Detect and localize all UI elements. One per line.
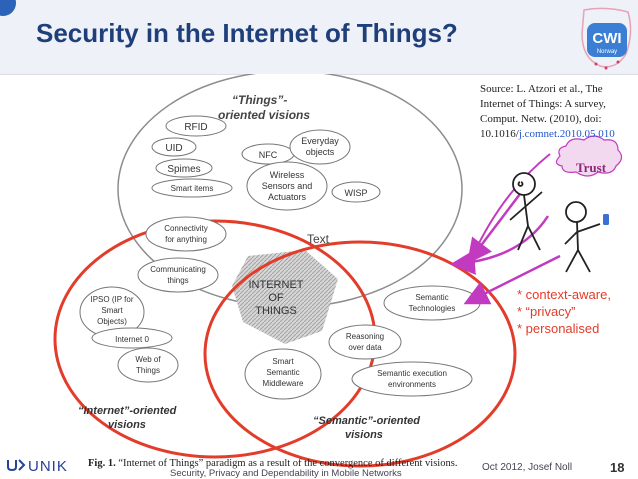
ipso-label-1: IPSO (IP for [91,295,134,304]
internet0-label: Internet 0 [115,335,149,344]
semantic-exec-label-2: environments [388,380,436,389]
cwi-logo-subtext: Norway [597,49,617,55]
middleware-label-1: Smart [272,357,294,366]
everyday-label-2: objects [306,147,335,157]
internet-vision-title-2: visions [108,419,146,431]
middleware-label-3: Middleware [263,379,304,388]
reasoning-label-2: over data [348,343,382,352]
arrow-upper [470,194,520,260]
connectivity-label-1: Connectivity [164,224,208,233]
communicating-label-2: things [167,276,188,285]
cwi-logo: CWI Norway [576,4,636,74]
unik-logo-icon [6,458,26,472]
semantic-tech-label-2: Technologies [409,304,456,313]
connectivity-label-2: for anything [165,235,207,244]
iot-center-label-2: OF [268,292,284,304]
web-of-things-label-1: Web of [135,355,161,364]
smart-items-label: Smart items [171,184,214,193]
iot-center-label-1: INTERNET [249,279,304,291]
things-title-line2: oriented visions [218,108,310,122]
uid-label: UID [165,143,182,154]
wsn-label-3: Actuators [268,192,307,202]
wsn-label-1: Wireless [270,170,305,180]
internet-vision-title-1: “Internet”-oriented [78,405,177,417]
property-list: * context-aware, * “privacy” * personali… [517,286,611,337]
rfid-label: RFID [184,122,207,133]
web-of-things-label-2: Things [136,366,160,375]
property-context-aware: * context-aware, [517,286,611,303]
footer-course-title: Security, Privacy and Dependability in M… [170,468,402,479]
stick-figure-right [565,202,600,272]
text-placeholder: Text [307,232,330,246]
semantic-vision-title-2: visions [345,429,383,441]
title-bar: Security in the Internet of Things? CWI … [0,0,638,75]
property-privacy: * “privacy” [517,303,611,320]
source-citation: Source: L. Atzori et al., The Internet o… [480,82,630,142]
iot-center-label-3: THINGS [255,305,297,317]
ipso-label-3: Objects) [97,317,127,326]
reasoning-label-1: Reasoning [346,332,384,341]
source-line-2: Internet of Things: A survey, [480,97,630,112]
middleware-label-2: Semantic [266,368,299,377]
footer-date-author: Oct 2012, Josef Noll [482,462,572,473]
trust-label: Trust [567,160,615,176]
nfc-label: NFC [259,150,278,160]
unik-logo-text: UNIK [28,458,68,475]
source-line-1: Source: L. Atzori et al., The [480,82,630,97]
source-line-4: 10.1016/j.comnet.2010.05.010 [480,127,630,142]
everyday-label-1: Everyday [301,136,339,146]
spimes-label: Spimes [167,164,200,175]
slide-title: Security in the Internet of Things? [36,18,458,49]
figure-label: Fig. 1. [88,458,116,469]
source-line-3: Comput. Netw. (2010), doi: [480,112,630,127]
property-personalised: * personalised [517,320,611,337]
cwi-logo-text: CWI [592,30,621,47]
semantic-vision-title-1: “Semantic”-oriented [313,415,420,427]
communicating-label-1: Communicating [150,265,206,274]
source-doi-prefix: 10.1016/ [480,128,519,140]
things-title-line1: “Things”- [232,93,287,107]
corner-dot [0,0,16,16]
source-doi-link[interactable]: j.comnet.2010.05.010 [519,128,615,140]
wsn-label-2: Sensors and [262,181,313,191]
semantic-tech-label-1: Semantic [415,293,448,302]
semantic-exec-label-1: Semantic execution [377,369,447,378]
wisp-label: WISP [344,188,367,198]
page-number: 18 [610,460,624,475]
phone-icon [603,214,609,225]
ipso-label-2: Smart [101,306,123,315]
